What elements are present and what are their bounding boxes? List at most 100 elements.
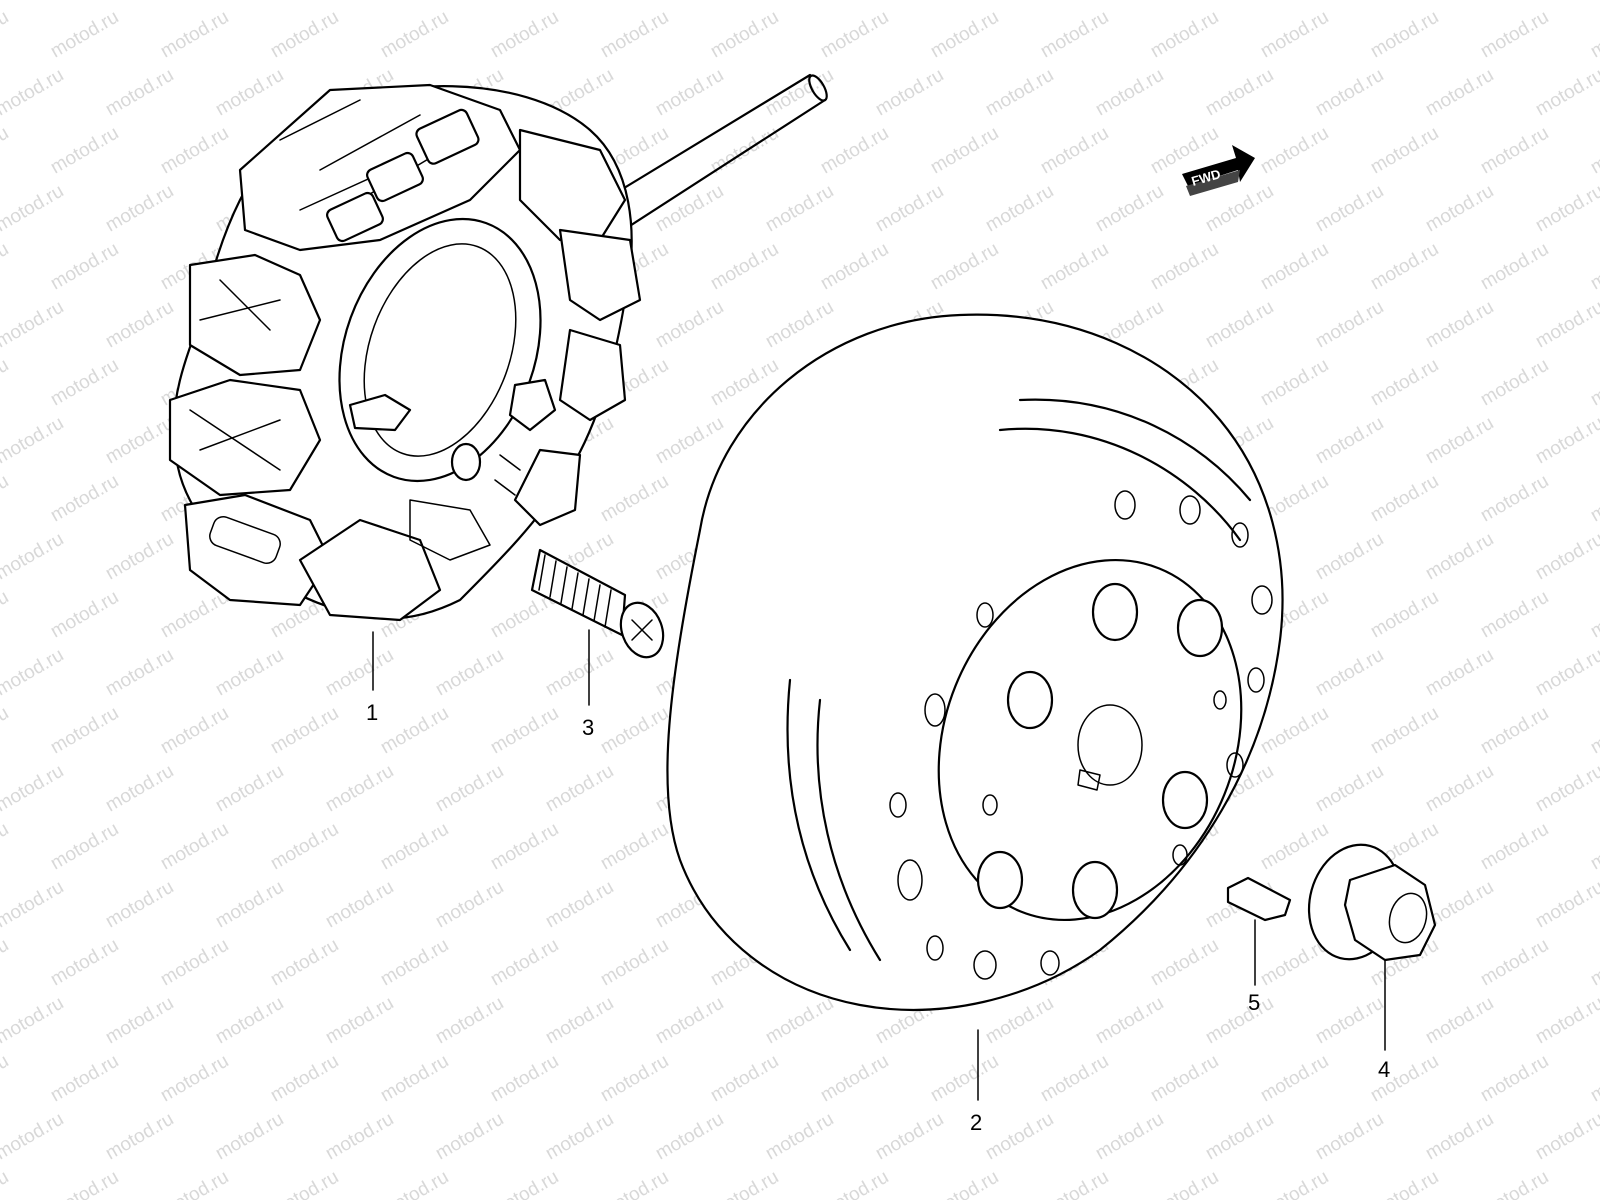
watermark-text: motod.ru — [322, 993, 397, 1049]
watermark-text: motod.ru — [1312, 0, 1387, 4]
watermark-text: motod.ru — [0, 413, 67, 469]
watermark-text: motod.ru — [1037, 123, 1112, 179]
watermark-text: motod.ru — [817, 1167, 892, 1200]
watermark-text: motod.ru — [1257, 7, 1332, 63]
watermark-text: motod.ru — [377, 703, 452, 759]
watermark-text: motod.ru — [1092, 1109, 1167, 1165]
watermark-text: motod.ru — [982, 993, 1057, 1049]
watermark-text: motod.ru — [1422, 645, 1497, 701]
watermark-text: motod.ru — [322, 761, 397, 817]
watermark-text: motod.ru — [927, 1051, 1002, 1107]
watermark-text: motod.ru — [1257, 703, 1332, 759]
watermark-text: motod.ru — [267, 1051, 342, 1107]
watermark-text: motod.ru — [1257, 1051, 1332, 1107]
watermark-text: motod.ru — [0, 471, 12, 527]
watermark-text: motod.ru — [1367, 471, 1442, 527]
watermark-text: motod.ru — [377, 1051, 452, 1107]
callout-4: 4 — [1378, 1057, 1390, 1082]
watermark-text: motod.ru — [1092, 181, 1167, 237]
watermark-text: motod.ru — [1092, 0, 1167, 4]
watermark-text: motod.ru — [157, 819, 232, 875]
watermark-text: motod.ru — [1257, 1167, 1332, 1200]
watermark-text: motod.ru — [1367, 355, 1442, 411]
watermark-text: motod.ru — [1477, 587, 1552, 643]
watermark-text: motod.ru — [322, 1109, 397, 1165]
watermark-text: motod.ru — [1532, 1109, 1600, 1165]
watermark-text: motod.ru — [1367, 587, 1442, 643]
watermark-text: motod.ru — [872, 181, 947, 237]
watermark-text: motod.ru — [1587, 355, 1600, 411]
watermark-text: motod.ru — [1037, 1167, 1112, 1200]
watermark-text: motod.ru — [0, 1051, 12, 1107]
watermark-text: motod.ru — [872, 65, 947, 121]
watermark-text: motod.ru — [1257, 819, 1332, 875]
watermark-text: motod.ru — [652, 993, 727, 1049]
watermark-text: motod.ru — [102, 645, 177, 701]
watermark-text: motod.ru — [652, 413, 727, 469]
watermark-text: motod.ru — [597, 1051, 672, 1107]
watermark-text: motod.ru — [1422, 413, 1497, 469]
watermark-text: motod.ru — [817, 239, 892, 295]
watermark-text: motod.ru — [47, 819, 122, 875]
watermark-text: motod.ru — [157, 703, 232, 759]
watermark-text: motod.ru — [102, 877, 177, 933]
watermark-text: motod.ru — [1587, 123, 1600, 179]
watermark-text: motod.ru — [1257, 239, 1332, 295]
watermark-text: motod.ru — [377, 819, 452, 875]
watermark-text: motod.ru — [1587, 1167, 1600, 1200]
watermark-text: motod.ru — [927, 7, 1002, 63]
watermark-text: motod.ru — [1367, 703, 1442, 759]
watermark-text: motod.ru — [762, 181, 837, 237]
watermark-text: motod.ru — [487, 1167, 562, 1200]
watermark-text: motod.ru — [102, 297, 177, 353]
watermark-text: motod.ru — [542, 645, 617, 701]
watermark-text: motod.ru — [1312, 761, 1387, 817]
watermark-text: motod.ru — [212, 993, 287, 1049]
watermark-text: motod.ru — [1477, 935, 1552, 991]
watermark-text: motod.ru — [47, 1167, 122, 1200]
watermark-text: motod.ru — [0, 181, 67, 237]
watermark-text: motod.ru — [1477, 239, 1552, 295]
watermark-text: motod.ru — [487, 1051, 562, 1107]
watermark-text: motod.ru — [982, 65, 1057, 121]
watermark-text: motod.ru — [102, 413, 177, 469]
stator-part — [168, 73, 828, 691]
watermark-text: motod.ru — [47, 703, 122, 759]
watermark-text: motod.ru — [102, 1109, 177, 1165]
watermark-text: motod.ru — [1312, 529, 1387, 585]
watermark-text: motod.ru — [1422, 297, 1497, 353]
watermark-text: motod.ru — [817, 1051, 892, 1107]
watermark-text: motod.ru — [1422, 65, 1497, 121]
watermark-text: motod.ru — [1587, 587, 1600, 643]
watermark-text: motod.ru — [1587, 819, 1600, 875]
watermark-text: motod.ru — [707, 1051, 782, 1107]
nut-part — [1307, 843, 1437, 1051]
watermark-text: motod.ru — [267, 703, 342, 759]
watermark-text: motod.ru — [432, 877, 507, 933]
watermark-text: motod.ru — [47, 935, 122, 991]
watermark-text: motod.ru — [157, 123, 232, 179]
watermark-text: motod.ru — [707, 1167, 782, 1200]
watermark-text: motod.ru — [1587, 471, 1600, 527]
watermark-text: motod.ru — [322, 0, 397, 4]
watermark-text: motod.ru — [487, 703, 562, 759]
watermark-text: motod.ru — [0, 355, 12, 411]
watermark-text: motod.ru — [432, 993, 507, 1049]
watermark-text: motod.ru — [597, 7, 672, 63]
watermark-text: motod.ru — [267, 1167, 342, 1200]
watermark-text: motod.ru — [487, 819, 562, 875]
callout-1: 1 — [366, 700, 378, 725]
watermark-text: motod.ru — [652, 65, 727, 121]
watermark-text: motod.ru — [102, 181, 177, 237]
watermark-text: motod.ru — [872, 0, 947, 4]
watermark-text: motod.ru — [1422, 529, 1497, 585]
watermark-text: motod.ru — [1202, 297, 1277, 353]
watermark-text: motod.ru — [1587, 703, 1600, 759]
watermark-text: motod.ru — [0, 877, 67, 933]
watermark-text: motod.ru — [927, 1167, 1002, 1200]
watermark-text: motod.ru — [47, 355, 122, 411]
watermark-text: motod.ru — [0, 935, 12, 991]
watermark-text: motod.ru — [1532, 413, 1600, 469]
watermark-text: motod.ru — [432, 1109, 507, 1165]
watermark-text: motod.ru — [1477, 703, 1552, 759]
